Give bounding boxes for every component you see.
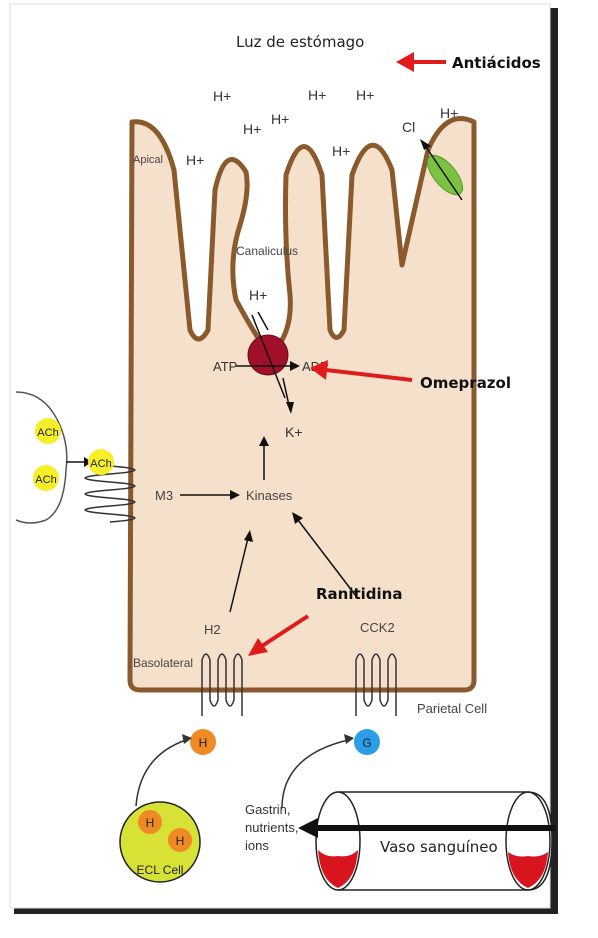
histamine-label: H — [176, 834, 185, 848]
apical-label: Apical — [133, 154, 163, 166]
slide-shadow-right — [548, 8, 558, 914]
slide-shadow-bottom — [14, 906, 558, 914]
antiacidos-label: Antiácidos — [452, 54, 541, 72]
parietal-cell-label: Parietal Cell — [417, 701, 487, 716]
arrowhead — [244, 530, 253, 542]
histamine-ligand — [190, 729, 216, 755]
atp-label: ATP — [213, 359, 237, 374]
cl-ion-label: Cl — [402, 119, 415, 135]
ach-label: ACh — [35, 474, 56, 486]
histamine-label: H — [146, 816, 155, 830]
cck2-to-kinases-arrow — [297, 519, 357, 597]
h-plus-ion: H+ — [440, 105, 458, 121]
arrowhead — [344, 734, 354, 744]
ranitidina-label: Ranitidina — [316, 585, 402, 603]
ranitidina-arrow — [248, 614, 310, 656]
omeprazol-label: Omeprazol — [420, 374, 511, 392]
arrowhead — [292, 512, 303, 524]
ach-label: ACh — [37, 427, 58, 439]
m3-label: M3 — [155, 488, 173, 503]
ach-ligand — [88, 449, 114, 475]
antiacidos-arrow — [396, 52, 446, 72]
basolateral-label: Basolateral — [133, 656, 193, 670]
parietal-cell-body — [127, 116, 477, 693]
h-plus-ion: H+ — [249, 287, 267, 303]
ach-label: ACh — [90, 458, 111, 470]
blood-vessel-label: Vaso sanguíneo — [380, 838, 498, 856]
chloride-channel-arrow — [423, 143, 463, 201]
arrowhead — [182, 734, 192, 744]
pump-h-out-arrow — [257, 311, 269, 331]
ach-vesicle — [35, 418, 61, 444]
h-plus-ion: H+ — [213, 88, 231, 104]
blood-fill-right — [508, 852, 548, 888]
ions-label: ions — [245, 838, 269, 853]
h-plus-ion: H+ — [186, 152, 204, 168]
arrowhead — [298, 818, 318, 838]
pump-transport-line — [251, 314, 286, 399]
h-plus-ion: H+ — [271, 111, 289, 127]
nutrients-label: nutrients, — [245, 820, 298, 835]
h2-receptor — [201, 653, 243, 716]
gastrin-label: Gastrin, — [245, 802, 291, 817]
arrowhead — [286, 402, 294, 414]
cck2-label: CCK2 — [360, 620, 395, 635]
h-plus-ion: H+ — [356, 87, 374, 103]
gastrin-to-g-arrow — [281, 739, 349, 809]
canaliculus-label: Canaliculus — [236, 244, 298, 258]
h-plus-ion: H+ — [308, 87, 326, 103]
gastrin-ligand-label: G — [362, 736, 371, 750]
arrowhead — [259, 436, 269, 446]
h2-to-kinases-arrow — [229, 537, 249, 613]
histamine-granule — [138, 810, 162, 834]
ecl-to-histamine-arrow — [135, 739, 187, 807]
omeprazol-arrow — [310, 360, 413, 382]
cck2-receptor — [355, 653, 397, 716]
k-plus-label: K+ — [285, 424, 303, 440]
blood-vessel — [298, 791, 556, 891]
blood-fill-left — [318, 850, 358, 888]
h2-label: H2 — [204, 622, 221, 637]
h-plus-ion: H+ — [332, 143, 350, 159]
arrowhead — [290, 361, 300, 371]
arrowhead — [420, 139, 431, 150]
gastrin-ligand — [354, 729, 380, 755]
h-plus-ion: H+ — [243, 121, 261, 137]
histamine-granule — [168, 828, 192, 852]
histamine-label: H — [199, 736, 208, 750]
lumen-label: Luz de estómago — [236, 33, 364, 51]
arrowhead — [230, 490, 240, 500]
ecl-cell-label: ECL Cell — [137, 863, 184, 877]
ach-vesicle — [33, 465, 59, 491]
kinases-label: Kinases — [246, 488, 293, 503]
